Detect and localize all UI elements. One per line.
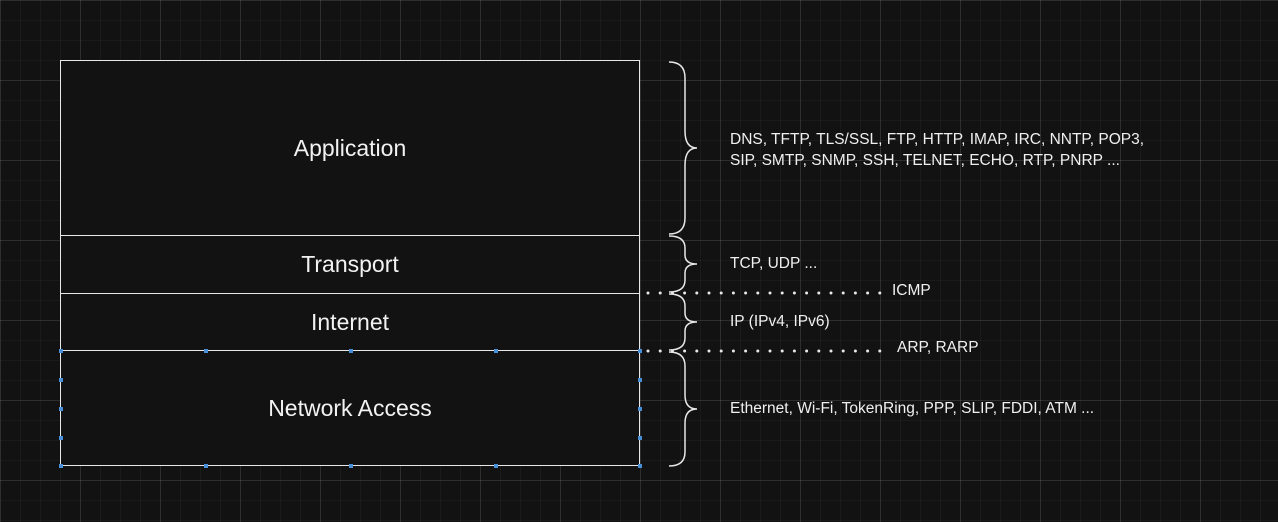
protocols-internet-line-1: IP (IPv4, IPv6) — [730, 313, 830, 330]
selection-handle-bottom-center[interactable] — [349, 464, 353, 468]
layer-application[interactable]: Application — [60, 60, 640, 236]
protocols-transport-line-1: TCP, UDP ... — [730, 255, 818, 272]
selection-handle-top-center[interactable] — [349, 349, 353, 353]
selection-handle-top-left[interactable] — [59, 349, 63, 353]
selection-handle-bottom[interactable] — [494, 464, 498, 468]
selection-handle-left[interactable] — [59, 436, 63, 440]
layer-internet-label: Internet — [311, 308, 389, 335]
layer-network-access[interactable]: Network Access — [60, 350, 640, 466]
selection-handle-right[interactable] — [638, 378, 642, 382]
protocols-application: DNS, TFTP, TLS/SSL, FTP, HTTP, IMAP, IRC… — [730, 129, 1144, 171]
boundary-label-icmp: ICMP — [892, 282, 931, 299]
selection-handle-left[interactable] — [59, 378, 63, 382]
selection-handle-bottom-right[interactable] — [638, 464, 642, 468]
selection-handle-top[interactable] — [204, 349, 208, 353]
protocols-application-line-2: SIP, SMTP, SNMP, SSH, TELNET, ECHO, RTP,… — [730, 152, 1120, 169]
layer-network-access-label: Network Access — [268, 394, 432, 421]
protocols-internet: IP (IPv4, IPv6) — [730, 311, 830, 332]
selection-handle-right[interactable] — [638, 436, 642, 440]
selection-handle-right-center[interactable] — [638, 407, 642, 411]
protocols-network-access: Ethernet, Wi-Fi, TokenRing, PPP, SLIP, F… — [730, 398, 1094, 419]
layer-transport[interactable]: Transport — [60, 235, 640, 294]
protocols-network-access-line-1: Ethernet, Wi-Fi, TokenRing, PPP, SLIP, F… — [730, 400, 1095, 417]
layer-transport-label: Transport — [301, 251, 399, 277]
layer-internet[interactable]: Internet — [60, 293, 640, 351]
brace-transport — [668, 235, 698, 293]
selection-handle-top-right[interactable] — [638, 349, 642, 353]
brace-internet — [668, 293, 698, 351]
boundary-label-arp-rarp: ARP, RARP — [897, 339, 979, 356]
brace-network-access — [668, 351, 698, 467]
selection-handle-bottom-left[interactable] — [59, 464, 63, 468]
selection-handle-top[interactable] — [494, 349, 498, 353]
protocols-application-line-1: DNS, TFTP, TLS/SSL, FTP, HTTP, IMAP, IRC… — [730, 131, 1145, 148]
selection-handle-left-center[interactable] — [59, 407, 63, 411]
selection-handle-bottom[interactable] — [204, 464, 208, 468]
protocols-transport: TCP, UDP ... — [730, 253, 817, 274]
layer-application-label: Application — [293, 134, 407, 161]
brace-application — [668, 61, 698, 235]
